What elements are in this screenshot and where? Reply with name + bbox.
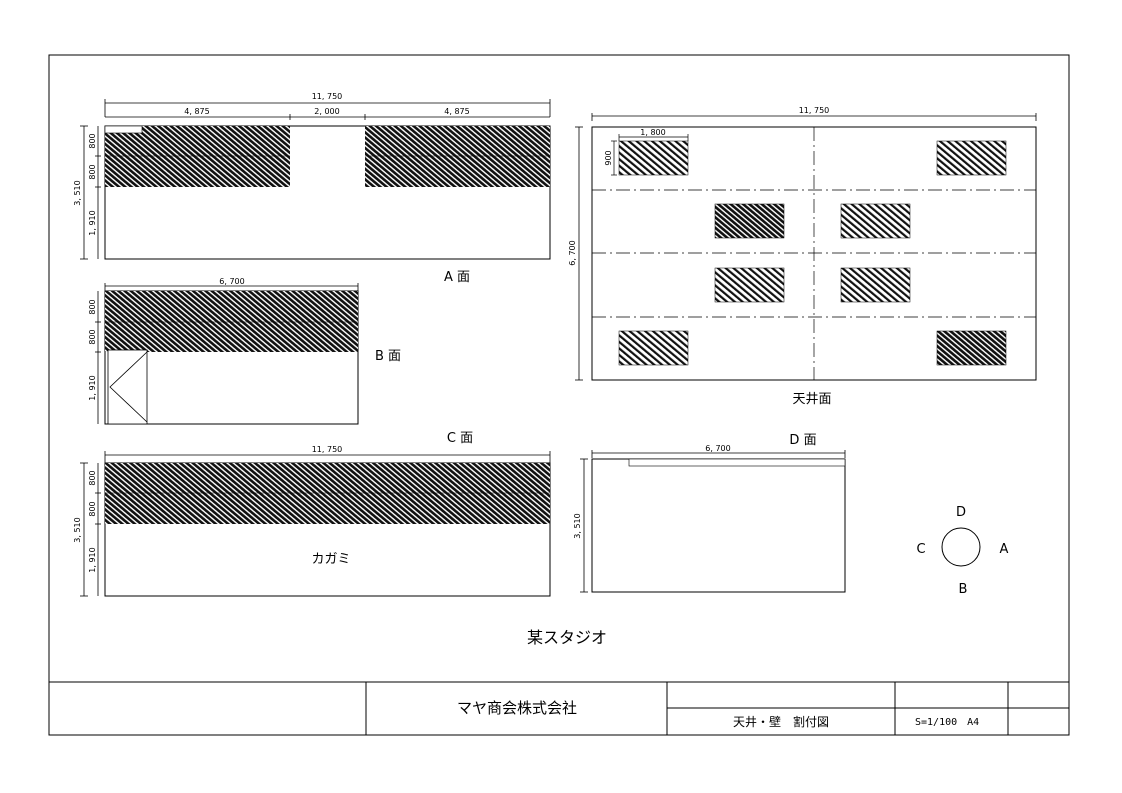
- c-h1-dim: 800: [88, 470, 97, 485]
- ceiling-plan: 11, 750 6, 700 1, 800 900 天井面: [568, 106, 1037, 407]
- compass-east: A: [1000, 542, 1009, 557]
- ceiling-panel-width-dim: 1, 800: [640, 128, 665, 137]
- drawing-title: 天井・壁 割付図: [733, 714, 829, 729]
- d-elevation-label: D 面: [789, 433, 816, 448]
- b-h1-dim: 800: [88, 299, 97, 314]
- compass-south: B: [959, 582, 968, 597]
- c-elevation-label: C 面: [447, 431, 473, 446]
- compass-west: C: [916, 542, 925, 557]
- a-panel-right: [365, 126, 550, 187]
- a-elevation-label: A 面: [444, 270, 470, 285]
- compass-circle: [941, 527, 981, 567]
- a-h3-dim: 1, 910: [88, 210, 97, 235]
- ceiling-panel: [618, 330, 689, 366]
- b-h3-dim: 1, 910: [88, 375, 97, 400]
- c-panel: [105, 463, 550, 524]
- ceiling-panel: [936, 140, 1007, 176]
- c-overall-dim: 11, 750: [312, 445, 343, 454]
- a-seg3-dim: 4, 875: [444, 107, 469, 116]
- title-block: マヤ商会株式会社 天井・壁 割付図 S=1/100 A4: [49, 681, 1069, 735]
- ceiling-panel: [714, 267, 785, 303]
- a-seg2-dim: 2, 000: [314, 107, 339, 116]
- compass: D B A C: [916, 505, 1008, 597]
- c-h3-dim: 1, 910: [88, 547, 97, 572]
- compass-north: D: [956, 505, 966, 520]
- ceiling-panel: [936, 330, 1007, 366]
- a-seg1-dim: 4, 875: [184, 107, 209, 116]
- ceiling-panel: [618, 140, 689, 176]
- b-h2-dim: 800: [88, 329, 97, 344]
- a-height-total: 3, 510: [73, 180, 82, 205]
- elevation-b: 6, 700 800 800 1, 910 B 面: [88, 277, 401, 425]
- a-panel-left: [105, 126, 290, 187]
- c-height-total: 3, 510: [73, 517, 82, 542]
- elevation-c: C 面 11, 750 カガミ 3, 510 800 800 1, 910: [73, 431, 551, 597]
- elevation-d: D 面 6, 700 3, 510: [573, 433, 846, 593]
- ceiling-panel-height-dim: 900: [604, 150, 613, 165]
- a-h2-dim: 800: [88, 164, 97, 179]
- ceiling-width-dim: 11, 750: [799, 106, 830, 115]
- d-overall-dim: 6, 700: [705, 444, 730, 453]
- c-mirror-label: カガミ: [311, 552, 350, 567]
- ceiling-panel: [840, 267, 911, 303]
- elevation-a: 11, 750 4, 875 2, 000 4, 875 3, 510 800 …: [73, 92, 551, 285]
- project-name: 某スタジオ: [527, 628, 607, 647]
- company-name: マヤ商会株式会社: [457, 699, 577, 717]
- b-door: [107, 349, 148, 425]
- c-h2-dim: 800: [88, 501, 97, 516]
- ceiling-depth-dim: 6, 700: [568, 240, 577, 265]
- a-h1-dim: 800: [88, 133, 97, 148]
- b-overall-dim: 6, 700: [219, 277, 244, 286]
- drawing-scale: S=1/100 A4: [915, 717, 979, 728]
- d-height-total: 3, 510: [573, 513, 582, 538]
- ceiling-plan-label: 天井面: [792, 392, 831, 407]
- b-panel: [105, 291, 358, 352]
- a-overall-dim: 11, 750: [312, 92, 343, 101]
- ceiling-panel: [714, 203, 785, 239]
- sheet-border: [48, 54, 1070, 736]
- ceiling-panel: [840, 203, 911, 239]
- d-strip: [628, 458, 846, 467]
- b-elevation-label: B 面: [375, 349, 401, 364]
